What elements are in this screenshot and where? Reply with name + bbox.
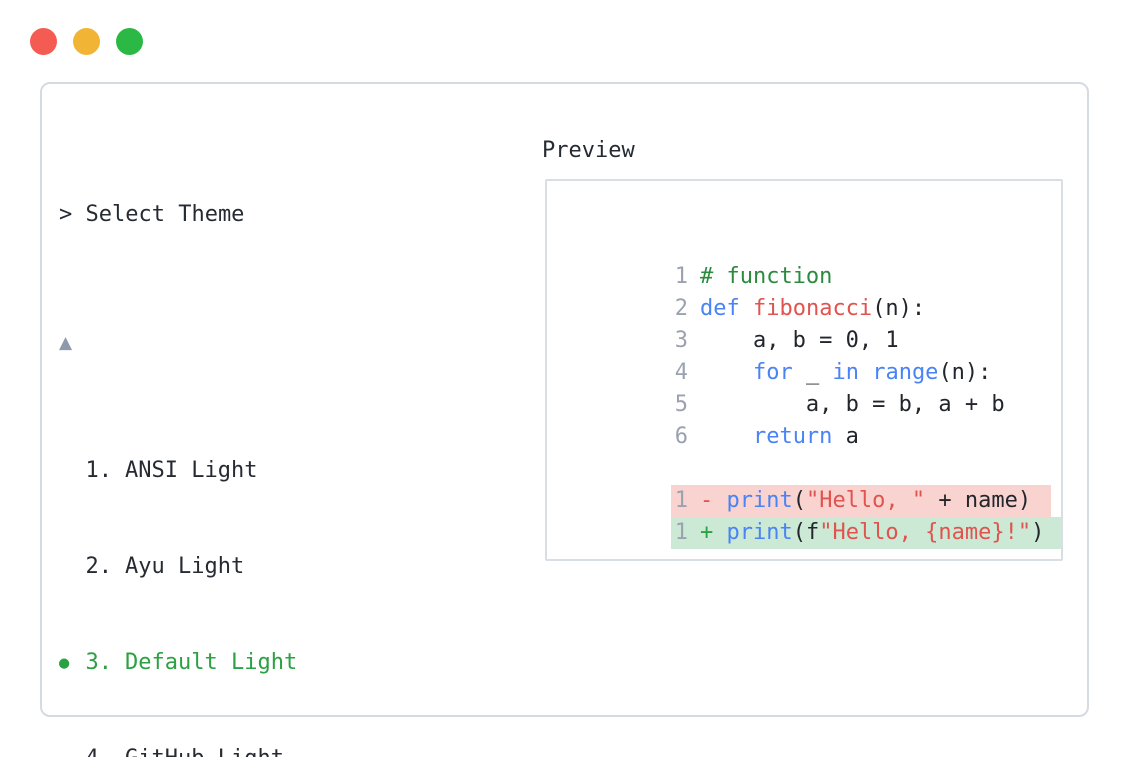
selected-dot-slot <box>59 743 72 757</box>
close-button-icon[interactable] <box>30 28 57 55</box>
code-tokens: + print(f"Hello, {name}!") <box>699 520 1045 545</box>
preview-title: Preview <box>542 138 635 163</box>
theme-list-item[interactable]: 1. ANSI Light <box>59 455 840 487</box>
code-tokens: for _ in range(n): <box>752 360 992 385</box>
code-line: 1 # function <box>547 229 1061 289</box>
line-number: 1 <box>674 488 688 513</box>
diff-added-highlight: 1 + print(f"Hello, {name}!") <box>670 517 1061 549</box>
diff-removed-highlight: 1 - print("Hello, " + name) <box>670 485 1052 517</box>
scroll-up-icon[interactable]: ▲ <box>59 333 73 353</box>
code-tokens: # function <box>699 264 833 289</box>
theme-picker-panel: > Select Theme ▲ 1. ANSI Light 2. Ayu Li… <box>59 135 840 757</box>
theme-item-name: GitHub Light <box>125 743 284 757</box>
theme-item-number: 1. <box>85 458 113 483</box>
theme-list-item[interactable]: 4. GitHub Light <box>59 743 840 757</box>
theme-list-item[interactable]: 2. Ayu Light <box>59 551 840 583</box>
theme-list-item-selected[interactable]: ● 3. Default Light <box>59 647 840 679</box>
selected-dot-icon: ● <box>59 653 70 673</box>
code-line: 5 a, b = b, a + b <box>547 357 1061 417</box>
line-number: 4 <box>674 360 688 385</box>
preview-pane: 1 # function 2 def fibonacci(n): 3 a, b = … <box>545 179 1063 561</box>
theme-item-name: ANSI Light <box>125 458 258 483</box>
line-number: 1 <box>674 264 688 289</box>
theme-item-name: Ayu Light <box>125 554 245 579</box>
line-number: 5 <box>674 392 688 417</box>
minimize-button-icon[interactable] <box>73 28 100 55</box>
selected-dot-slot <box>59 551 72 583</box>
line-number: 2 <box>674 296 688 321</box>
code-line: 4 for _ in range(n): <box>547 325 1061 385</box>
selected-dot-slot <box>59 455 72 487</box>
theme-item-name: Default Light <box>125 650 298 675</box>
code-tokens: def fibonacci(n): <box>699 296 926 321</box>
window-controls <box>30 28 143 55</box>
scroll-up-row: ▲ <box>59 327 840 359</box>
theme-selector-window: > Select Theme ▲ 1. ANSI Light 2. Ayu Li… <box>40 82 1089 757</box>
code-tokens: - print("Hello, " + name) <box>699 488 1032 513</box>
code-tokens: a, b = b, a + b <box>699 392 1005 417</box>
diff-removed-line: 1 - print("Hello, " + name) <box>547 453 1061 517</box>
code-line: 6 return a <box>547 389 1061 449</box>
line-number: 1 <box>674 520 688 545</box>
code-tokens: return a <box>752 424 859 449</box>
zoom-button-icon[interactable] <box>116 28 143 55</box>
theme-item-number: 3. <box>85 650 113 675</box>
theme-item-number: 4. <box>72 743 113 757</box>
select-theme-prompt: > Select Theme <box>59 202 245 227</box>
code-line: 3 a, b = 0, 1 <box>547 293 1061 353</box>
diff-added-line: 1 + print(f"Hello, {name}!") <box>547 485 1061 549</box>
code-sample: 1 # function 2 def fibonacci(n): 3 a, b = … <box>547 181 1061 549</box>
code-tokens: a, b = 0, 1 <box>699 328 899 353</box>
theme-item-number: 2. <box>85 554 113 579</box>
code-line: 2 def fibonacci(n): <box>547 261 1061 321</box>
line-number: 3 <box>674 328 688 353</box>
line-number: 6 <box>674 424 688 449</box>
